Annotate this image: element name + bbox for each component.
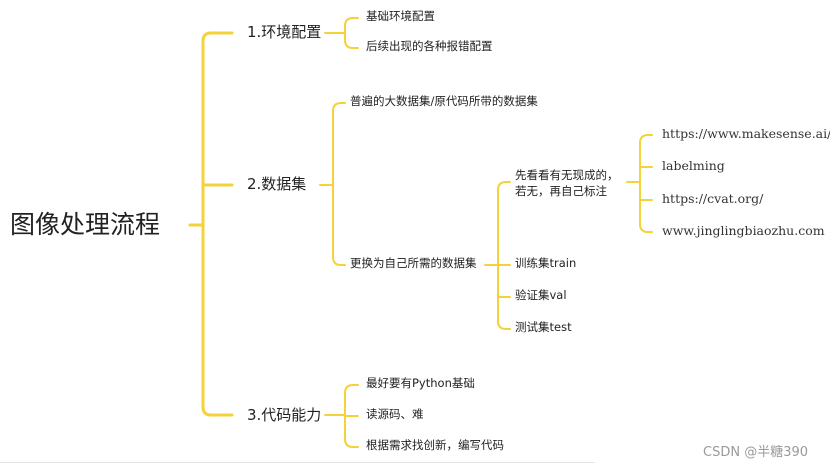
coding-connector [324,384,359,448]
node-check-existing: 先看看有无现成的，若无，再自己标注 [515,168,619,198]
watermark-text: CSDN @半糖390 [703,445,809,460]
env-connector [324,17,359,49]
branch-dataset: 2.数据集 [247,175,307,193]
node-val-set: 验证集val [515,288,567,302]
node-python-basics: 最好要有Python基础 [366,376,475,390]
node-test-set: 测试集test [515,320,572,334]
bottom-divider [0,462,595,463]
custom-connector [484,181,511,330]
node-labelming: labelming [662,158,725,173]
node-read-source: 读源码、难 [366,407,424,421]
root-node-title: 图像处理流程 [10,210,161,239]
branch-coding-ability: 3.代码能力 [247,406,322,424]
node-general-dataset: 普遍的大数据集/原代码所带的数据集 [350,94,538,108]
branch-env-setup: 1.环境配置 [247,23,322,41]
node-basic-env-setup: 基础环境配置 [366,9,435,23]
node-custom-dataset: 更换为自己所需的数据集 [350,256,477,270]
node-train-set: 训练集train [515,256,577,270]
node-innovate-code: 根据需求找创新，编写代码 [366,438,504,452]
annotate-connector [626,134,653,233]
link-makesense[interactable]: https://www.makesense.ai/ [662,126,830,141]
link-jinglingbiaozhu[interactable]: www.jinglingbiaozhu.com [662,223,825,238]
root-connector [188,31,234,417]
link-cvat[interactable]: https://cvat.org/ [662,191,764,206]
node-error-config: 后续出现的各种报错配置 [366,39,493,53]
dataset-connector [319,102,346,266]
